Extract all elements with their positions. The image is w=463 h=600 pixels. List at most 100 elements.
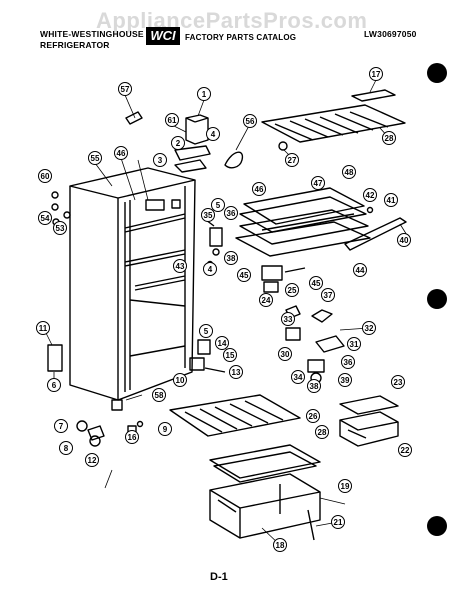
callout-3: 3	[153, 153, 167, 167]
svg-text:55: 55	[91, 154, 100, 163]
callout-12: 12	[85, 453, 99, 467]
svg-text:23: 23	[394, 378, 403, 387]
callout-58: 58	[152, 388, 166, 402]
svg-text:24: 24	[262, 296, 271, 305]
lower-hinge	[47, 339, 226, 373]
callout-27: 27	[285, 153, 299, 167]
callout-36: 36	[224, 206, 238, 220]
callout-39: 39	[338, 373, 352, 387]
svg-text:15: 15	[226, 351, 235, 360]
callout-13: 13	[229, 365, 243, 379]
svg-text:13: 13	[232, 368, 241, 377]
callout-26: 26	[306, 409, 320, 423]
callout-38: 38	[224, 251, 238, 265]
callout-46a: 46	[114, 146, 128, 160]
callout-22: 22	[398, 443, 412, 457]
callout-15: 15	[223, 348, 237, 362]
svg-text:9: 9	[163, 425, 168, 434]
svg-text:2: 2	[176, 139, 181, 148]
callout-5b: 5	[199, 324, 213, 338]
temperature-control	[261, 265, 306, 293]
callout-33: 33	[281, 312, 295, 326]
svg-text:42: 42	[366, 191, 375, 200]
callout-21: 21	[331, 515, 345, 529]
callout-7: 7	[54, 419, 68, 433]
callout-54: 54	[38, 211, 52, 225]
ice-bin	[174, 114, 211, 173]
callout-19: 19	[338, 479, 352, 493]
svg-text:56: 56	[246, 117, 255, 126]
catalog-title: FACTORY PARTS CATALOG	[185, 33, 297, 42]
svg-text:28: 28	[385, 134, 394, 143]
svg-text:3: 3	[158, 156, 163, 165]
svg-text:36: 36	[344, 358, 353, 367]
callout-4: 4	[206, 127, 220, 141]
binder-hole-top	[427, 63, 447, 83]
crisper-drawers	[209, 473, 321, 539]
knob	[278, 141, 288, 151]
svg-text:12: 12	[88, 456, 97, 465]
crisper-cover	[209, 444, 321, 483]
light-shield	[224, 151, 244, 169]
shelf-support-rail	[344, 217, 407, 251]
svg-text:46: 46	[255, 185, 264, 194]
callout-10: 10	[173, 373, 187, 387]
callout-37: 37	[321, 288, 335, 302]
page-number: D-1	[210, 571, 228, 583]
svg-text:47: 47	[314, 179, 323, 188]
callout-28a: 28	[382, 131, 396, 145]
svg-text:45: 45	[312, 279, 321, 288]
callout-57: 57	[118, 82, 132, 96]
svg-text:34: 34	[294, 373, 303, 382]
callout-46: 46	[252, 182, 266, 196]
callout-43: 43	[173, 259, 187, 273]
svg-text:10: 10	[176, 376, 185, 385]
callout-56: 56	[243, 114, 257, 128]
cabinet	[69, 167, 196, 401]
callout-45b: 45	[309, 276, 323, 290]
callout-4b: 4	[203, 262, 217, 276]
svg-text:4: 4	[211, 130, 216, 139]
svg-text:37: 37	[324, 291, 333, 300]
svg-text:1: 1	[202, 90, 207, 99]
svg-text:5: 5	[216, 201, 221, 210]
svg-text:5: 5	[204, 327, 209, 336]
svg-text:36: 36	[227, 209, 236, 218]
svg-text:35: 35	[204, 211, 213, 220]
svg-text:39: 39	[341, 376, 350, 385]
callout-61: 61	[165, 113, 179, 127]
callout-50: 60	[38, 169, 52, 183]
callout-leaders	[44, 79, 411, 546]
callout-48: 48	[342, 165, 356, 179]
svg-text:46: 46	[117, 149, 126, 158]
svg-text:21: 21	[334, 518, 343, 527]
callout-35: 35	[201, 208, 215, 222]
callout-31: 31	[347, 337, 361, 351]
callout-45a: 45	[237, 268, 251, 282]
callout-25: 25	[285, 283, 299, 297]
callout-41: 41	[384, 193, 398, 207]
callout-30: 30	[278, 347, 292, 361]
screw-plug	[125, 111, 143, 125]
callout-34: 34	[291, 370, 305, 384]
wire-shelf-lower	[169, 394, 301, 437]
svg-text:40: 40	[400, 236, 409, 245]
callout-23: 23	[391, 375, 405, 389]
callout-5a: 5	[211, 198, 225, 212]
svg-text:30: 30	[281, 350, 290, 359]
svg-text:61: 61	[168, 116, 177, 125]
wci-logo: WCI	[146, 27, 180, 45]
wire-shelf-top	[261, 104, 406, 143]
callout-6: 6	[47, 378, 61, 392]
svg-text:38: 38	[310, 382, 319, 391]
svg-text:17: 17	[372, 70, 381, 79]
callout-36b: 36	[341, 355, 355, 369]
callout-28b: 28	[315, 425, 329, 439]
svg-text:43: 43	[176, 262, 185, 271]
drawer-divider	[307, 509, 315, 541]
svg-text:60: 60	[41, 172, 50, 181]
meat-keeper	[339, 395, 399, 447]
svg-text:54: 54	[41, 214, 50, 223]
svg-text:25: 25	[288, 286, 297, 295]
